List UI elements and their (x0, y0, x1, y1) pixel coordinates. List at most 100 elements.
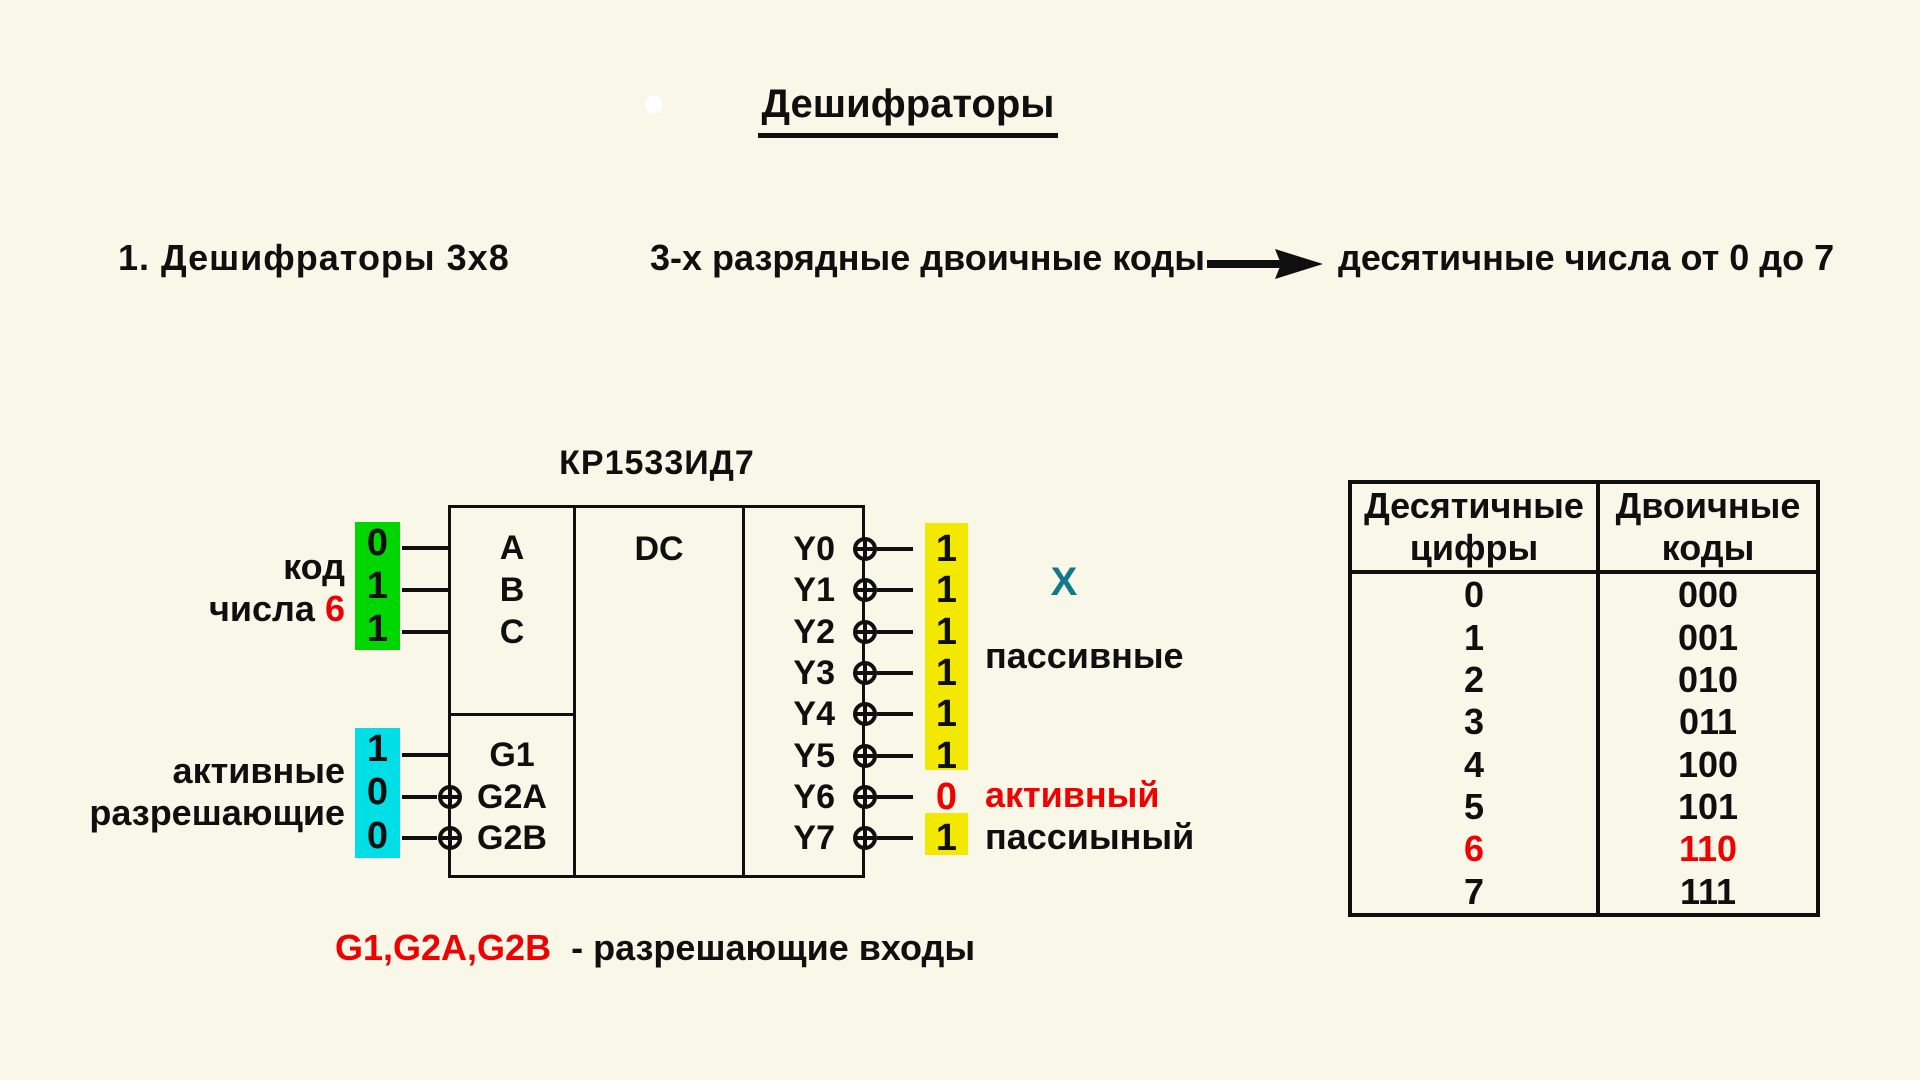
codes-table: Десятичные цифры Двоичные коды 0 000 1 0… (1348, 480, 1820, 917)
table-cell-decimal-3: 3 (1352, 701, 1600, 744)
output-y2-label: Y2 (793, 613, 835, 651)
table-cell-binary-7: 111 (1679, 870, 1737, 912)
footer-enable-pins: G1,G2A,G2B (335, 927, 552, 968)
inversion-bubble-y7 (853, 826, 877, 850)
code-bit-b: 1 (366, 565, 389, 607)
inversion-bubble-y6 (853, 785, 877, 809)
table-cell-decimal-5: 5 (1352, 785, 1600, 829)
footer-description: - разрешающие входы (571, 927, 976, 968)
wire-input-g2a (402, 795, 437, 799)
output-bit-y2: 1 (935, 611, 958, 653)
wire-input-g2b (402, 836, 437, 840)
code-caption: код числа 6 (140, 546, 345, 630)
passive-output-y7-label: пассиыный (985, 816, 1195, 857)
active-output-label: активный (985, 774, 1160, 815)
passive-output-y7-box (925, 813, 968, 855)
table-cell-binary-5: 101 (1677, 786, 1739, 828)
intro-binary-codes-label: 3-х разрядные двоичные коды (650, 237, 1205, 278)
wire-input-b (402, 588, 449, 592)
table-cell-decimal-7: 7 (1352, 870, 1600, 913)
chip-function-label: DC (634, 530, 684, 568)
intro-item-label: 1. Дешифраторы 3х8 (118, 237, 510, 278)
wire-output-y1 (877, 588, 913, 592)
table-cell-binary-6: 110 (1678, 828, 1738, 870)
address-input-c-label: C (499, 613, 525, 651)
enable-bits-box: 1 0 0 (355, 728, 400, 858)
passive-outputs-label: пассивные (985, 635, 1184, 676)
chip-divider-right (742, 505, 745, 878)
right-arrow-icon (1207, 249, 1323, 279)
output-y6-label: Y6 (793, 778, 835, 816)
output-y5-label: Y5 (793, 737, 835, 775)
inversion-bubble-y4 (853, 702, 877, 726)
output-bit-y7: 1 (935, 817, 958, 859)
output-y7-label: Y7 (793, 819, 835, 857)
chip-name: КР1533ИД7 (559, 444, 755, 482)
inversion-bubble-y0 (853, 537, 877, 561)
inversion-bubble-y1 (853, 578, 877, 602)
x-mark: X (1050, 560, 1078, 604)
inversion-bubble-y3 (853, 661, 877, 685)
inversion-bubble-y5 (853, 744, 877, 768)
wire-input-g1 (402, 753, 449, 757)
code-caption-line1: код (283, 546, 345, 587)
wire-output-y5 (877, 754, 913, 758)
table-cell-decimal-1: 1 (1352, 616, 1600, 659)
table-header-decimal: Десятичные цифры (1352, 484, 1600, 574)
code-caption-number: 6 (324, 588, 345, 629)
output-bit-y6-active: 0 (935, 776, 958, 818)
enable-input-g2b-label: G2B (477, 819, 547, 857)
output-y3-label: Y3 (793, 654, 835, 692)
enable-input-g1-label: G1 (489, 736, 535, 774)
enable-bit-g2a: 0 (366, 771, 389, 814)
output-bit-y1: 1 (935, 569, 958, 611)
inversion-bubble-g2a (438, 785, 462, 809)
enable-input-g2a-label: G2A (477, 778, 547, 816)
code-bit-c: 1 (366, 608, 389, 650)
table-cell-binary-2: 010 (1677, 658, 1739, 700)
output-bit-y5: 1 (935, 735, 958, 777)
table-cell-binary-1: 001 (1677, 616, 1739, 658)
wire-input-c (402, 630, 449, 634)
wire-output-y2 (877, 630, 913, 634)
output-bit-y0: 1 (935, 528, 958, 570)
table-header-binary: Двоичные коды (1600, 484, 1816, 574)
wire-output-y6 (877, 795, 913, 799)
table-cell-decimal-6: 6 (1352, 828, 1600, 871)
table-cell-binary-4: 100 (1677, 743, 1739, 785)
output-y4-label: Y4 (793, 695, 835, 733)
table-cell-decimal-0: 0 (1352, 574, 1600, 617)
table-cell-binary-0: 000 (1677, 574, 1739, 616)
table-cell-binary-3: 011 (1678, 701, 1738, 743)
wire-output-y0 (877, 547, 913, 551)
output-bit-y4: 1 (935, 693, 958, 735)
output-y0-label: Y0 (793, 530, 835, 568)
enable-caption: активные разрешающие (75, 750, 345, 834)
wire-output-y4 (877, 712, 913, 716)
table-cell-decimal-4: 4 (1352, 743, 1600, 786)
enable-caption-line1: активные (172, 750, 345, 791)
output-bit-y3: 1 (935, 652, 958, 694)
intro-decimal-numbers-label: десятичные числа от 0 до 7 (1338, 237, 1835, 278)
code-bit-a: 0 (366, 522, 389, 564)
output-y1-label: Y1 (793, 571, 835, 609)
address-input-b-label: B (499, 571, 525, 609)
wire-output-y7 (877, 836, 913, 840)
enable-caption-line2: разрешающие (89, 792, 345, 833)
chip-body (448, 505, 865, 878)
code-caption-word: числа (209, 588, 315, 629)
inversion-bubble-g2b (438, 826, 462, 850)
address-input-a-label: A (499, 529, 525, 567)
wire-input-a (402, 546, 449, 550)
table-header-binary-line2: коды (1661, 527, 1755, 568)
table-cell-decimal-2: 2 (1352, 658, 1600, 702)
table-header-binary-line1: Двоичные (1615, 485, 1801, 526)
table-header-decimal-line1: Десятичные (1364, 485, 1584, 526)
inversion-bubble-y2 (853, 620, 877, 644)
chip-enable-separator (448, 713, 576, 716)
code-caption-line2: числа 6 (140, 588, 345, 630)
page-title: Дешифраторы (757, 82, 1059, 138)
footer-note: G1,G2A,G2B - разрешающие входы (335, 928, 975, 968)
highlight-dot (645, 96, 663, 114)
